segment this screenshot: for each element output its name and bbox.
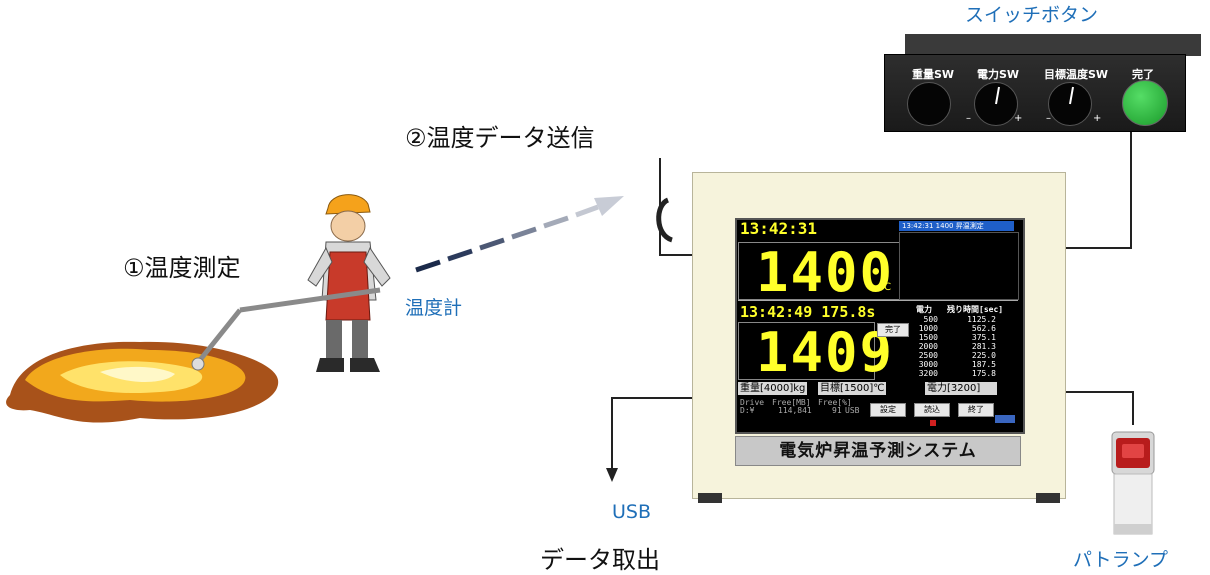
power-switch-label: 電力SW bbox=[977, 68, 1020, 81]
done-switch-button[interactable] bbox=[1122, 80, 1168, 126]
patlamp-icon bbox=[1111, 431, 1155, 535]
logo-icon bbox=[995, 415, 1015, 423]
measured-temperature: 1400 bbox=[756, 241, 895, 304]
temp2-panel bbox=[738, 322, 875, 380]
header-bar-text: 13:42:31 1400 昇温測定 bbox=[902, 222, 984, 230]
switch-box-top bbox=[905, 34, 1201, 56]
load-button[interactable]: 読込 bbox=[914, 403, 950, 417]
power-switch-knob[interactable] bbox=[974, 82, 1018, 126]
weight-switch-label: 重量SW bbox=[912, 68, 955, 81]
power-minus-mark: – bbox=[966, 113, 971, 124]
data-out-label: データ取出 bbox=[540, 546, 660, 574]
settings-button[interactable]: 設定 bbox=[870, 403, 906, 417]
free-pct-label: Free[%] bbox=[818, 398, 852, 407]
usb-label: USB bbox=[612, 501, 652, 523]
status-led-icon bbox=[930, 420, 936, 426]
thermometer-probe bbox=[191, 287, 381, 371]
table-header-remaining: 残り時間[sec] bbox=[947, 305, 1004, 314]
log-panel bbox=[899, 232, 1019, 300]
power-field[interactable]: 電力[3200] bbox=[925, 382, 997, 395]
unit-foot-left bbox=[698, 493, 722, 503]
system-nameplate: 電気炉昇温予測システム bbox=[735, 436, 1021, 466]
table-header-power: 電力 bbox=[916, 305, 932, 314]
weight-switch-button[interactable] bbox=[907, 82, 951, 126]
step2-label: ②温度データ送信 bbox=[405, 124, 595, 152]
temperature-unit: ℃ bbox=[880, 282, 892, 293]
thermometer-label: 温度計 bbox=[405, 297, 463, 319]
target-field[interactable]: 目標[1500]℃ bbox=[818, 382, 887, 395]
worker-illustration bbox=[307, 194, 391, 372]
target-minus-mark: – bbox=[1046, 113, 1051, 124]
header-bar: 13:42:31 1400 昇温測定 bbox=[899, 221, 1014, 231]
prediction-time: 13:42:49 175.8s bbox=[740, 303, 876, 321]
drive-value: D:¥ bbox=[740, 406, 755, 415]
data-transfer-arrow bbox=[415, 196, 624, 273]
target-switch-label: 目標温度SW bbox=[1044, 68, 1109, 81]
done-switch-label: 完了 bbox=[1132, 68, 1154, 81]
current-time: 13:42:31 bbox=[740, 219, 818, 238]
usb-small-label: USB bbox=[845, 406, 860, 415]
predicted-temperature: 1409 bbox=[756, 321, 895, 384]
step1-label: ①温度測定 bbox=[123, 254, 241, 282]
exit-button[interactable]: 終了 bbox=[958, 403, 994, 417]
knob-pointer-icon bbox=[1069, 86, 1074, 105]
weight-field[interactable]: 重量[4000]kg bbox=[738, 382, 808, 395]
switch-title-label: スイッチボタン bbox=[965, 4, 1099, 26]
screen-divider bbox=[738, 300, 1018, 301]
screen-done-button[interactable]: 完了 bbox=[877, 323, 909, 337]
knob-pointer-icon bbox=[995, 86, 1000, 105]
target-switch-knob[interactable] bbox=[1048, 82, 1092, 126]
drive-label: Drive bbox=[740, 398, 765, 407]
free-mb-label: Free[MB] bbox=[772, 398, 811, 407]
molten-metal-illustration bbox=[6, 341, 279, 423]
unit-foot-right bbox=[1036, 493, 1060, 503]
patlamp-label: パトランプ bbox=[1073, 549, 1169, 571]
free-mb-value: 114,841 bbox=[778, 406, 812, 415]
target-plus-mark: + bbox=[1093, 113, 1102, 124]
power-plus-mark: + bbox=[1014, 113, 1023, 124]
free-pct-value: 91 bbox=[832, 406, 842, 415]
